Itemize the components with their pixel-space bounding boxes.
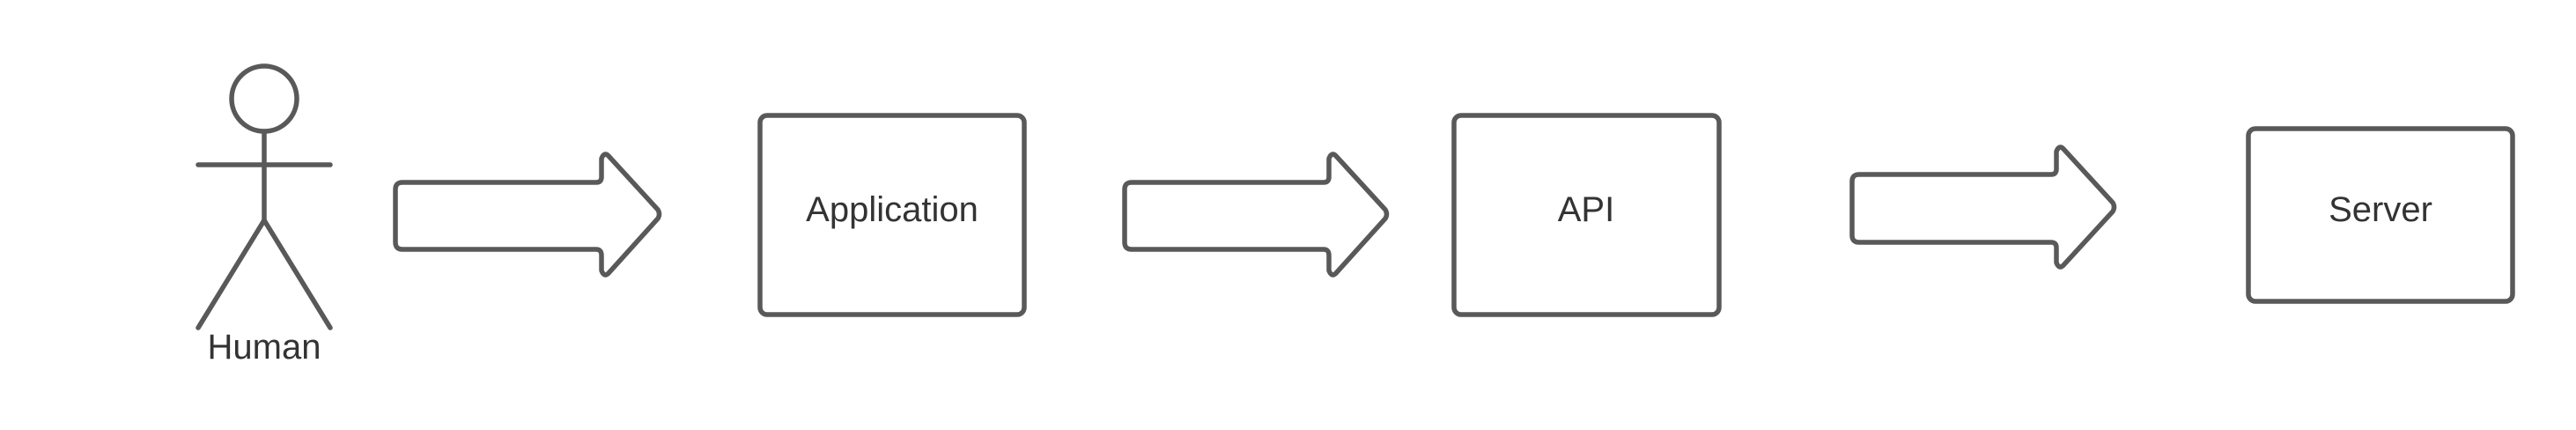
api-label: API: [1558, 190, 1614, 229]
arrow-application-to-api: [1122, 152, 1390, 278]
actor-human[interactable]: Human: [196, 63, 333, 367]
api-box: [1451, 113, 1722, 317]
block-arrow-right-icon: [1122, 152, 1390, 278]
node-application[interactable]: Application: [757, 113, 1027, 317]
node-api[interactable]: API: [1451, 113, 1722, 317]
application-box: [757, 113, 1027, 317]
server-box: [2246, 126, 2515, 304]
block-arrow-right-icon: [393, 152, 662, 278]
stick-figure-icon: [196, 63, 333, 330]
server-label: Server: [2329, 190, 2432, 229]
actor-label: Human: [208, 328, 321, 367]
application-label: Application: [806, 190, 978, 229]
node-server[interactable]: Server: [2246, 126, 2515, 304]
arrow-human-to-application: [393, 152, 662, 278]
block-arrow-right-icon: [1849, 145, 2117, 270]
arrow-api-to-server: [1849, 145, 2117, 270]
